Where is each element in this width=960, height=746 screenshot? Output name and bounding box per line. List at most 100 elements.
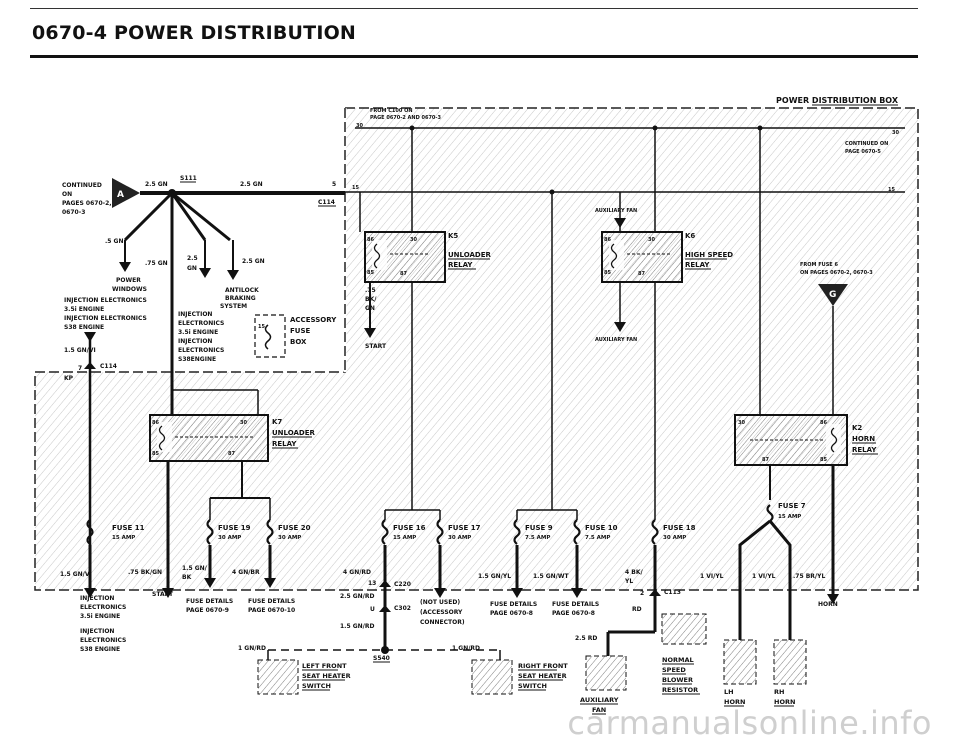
branch-25a: 2.5 <box>187 255 198 262</box>
inj-elec-2: 3.5i ENGINE <box>64 306 104 313</box>
node-1 <box>409 125 415 131</box>
b-c302: C302 <box>394 605 411 612</box>
inj-c-6: S38ENGINE <box>178 356 216 363</box>
fd9-1: FUSE DETAILS <box>186 598 233 605</box>
page-title: 0670-4 POWER DISTRIBUTION <box>32 22 357 44</box>
aux-fan-arrow <box>614 218 626 228</box>
power-windows-1: POWER <box>116 277 141 284</box>
b-inj-3: 3.5i ENGINE <box>80 613 120 620</box>
from-fuse6-2: ON PAGES 0670-2, 0670-3 <box>800 270 873 276</box>
fuse19-amp: 30 AMP <box>218 535 241 541</box>
fuse11-amp: 15 AMP <box>112 535 135 541</box>
k5-l2: RELAY <box>448 261 473 269</box>
k5-p30: 30 <box>410 237 417 243</box>
k7-l1: UNLOADER <box>272 429 316 437</box>
node-3 <box>652 125 658 131</box>
title-rule <box>30 55 918 58</box>
fd9-2: PAGE 0670-9 <box>186 607 229 614</box>
acc-fuse-1: ACCESSORY <box>290 316 337 324</box>
notused-2: (ACCESSORY <box>420 609 463 616</box>
c302-marker <box>379 605 391 612</box>
acc-pin: 15 <box>258 324 265 330</box>
lfs-1: LEFT FRONT <box>302 662 347 670</box>
relay-k6 <box>601 231 683 283</box>
power-windows-2: WINDOWS <box>112 286 147 293</box>
notused-3: CONNECTOR) <box>420 619 465 626</box>
k2-l1: HORN <box>852 435 875 443</box>
b-inj-2: ELECTRONICS <box>80 604 126 611</box>
k2-id: K2 <box>852 424 862 432</box>
aux-fan-mid: AUXILIARY FAN <box>595 337 637 343</box>
fuse16-name: FUSE 16 <box>393 524 426 532</box>
k5-id: K5 <box>448 232 458 240</box>
accessory-fuse-box <box>254 314 286 358</box>
b-w1viyl-a: 1 VI/YL <box>700 573 724 580</box>
auxfan-1: AUXILIARY <box>580 696 619 704</box>
c114-left-marker <box>84 362 96 369</box>
b-w075bryl: .75 BR/YL <box>793 573 825 580</box>
fuse17-amp: 30 AMP <box>448 535 471 541</box>
k6-p85: 85 <box>604 270 611 276</box>
k2-p87: 87 <box>762 457 769 463</box>
fuse19-name: FUSE 19 <box>218 524 251 532</box>
k7-p87: 87 <box>228 451 235 457</box>
pin5-label: 5 <box>332 181 336 188</box>
k2-p30: 30 <box>738 420 745 426</box>
b-w075bkgn: .75 BK/GN <box>128 569 162 576</box>
cont-right-2: PAGE 0670-5 <box>845 149 881 155</box>
lh-horn-box <box>723 639 757 685</box>
lfs-2: SEAT HEATER <box>302 672 351 680</box>
pin15-left: 15 <box>352 185 359 191</box>
aux-fan-box <box>585 655 627 691</box>
c114-left: C114 <box>100 363 117 370</box>
b-w15gnyl: 1.5 GN/YL <box>478 573 511 580</box>
b-pin13: 13 <box>368 580 376 587</box>
b-c113: C113 <box>664 589 681 596</box>
nsbr-3: BLOWER <box>662 676 693 684</box>
k5-start: START <box>365 343 387 350</box>
rfs-1: RIGHT FRONT <box>518 662 568 670</box>
branch-075gn: .75 GN <box>145 260 168 267</box>
s111-branches <box>123 191 231 370</box>
s111-label: S111 <box>180 175 197 182</box>
antilock-2: BRAKING <box>225 295 256 302</box>
b-c220: C220 <box>394 581 411 588</box>
acc-fuse-3: BOX <box>290 338 307 346</box>
fuse-feed-lines <box>209 498 656 520</box>
k5-p87: 87 <box>400 271 407 277</box>
splice-s540 <box>381 646 389 654</box>
fuse10-amp: 7.5 AMP <box>585 535 610 541</box>
inj-elec-4: S38 ENGINE <box>64 324 104 331</box>
arrow-inj-elec <box>84 332 96 342</box>
k5-p85: 85 <box>367 270 374 276</box>
fuse-outputs <box>88 519 835 650</box>
cont-left-1: CONTINUED <box>62 182 102 189</box>
k6-p30: 30 <box>648 237 655 243</box>
wire-25gn-2: 2.5 GN <box>240 181 263 188</box>
k2-p85: 85 <box>820 457 827 463</box>
antilock-3: SYSTEM <box>220 303 247 310</box>
fuse11-name: FUSE 11 <box>112 524 145 532</box>
b-w15gn: 1.5 GN/ <box>182 565 208 572</box>
b-start: START <box>152 591 174 598</box>
pin7: 7 <box>78 365 82 372</box>
b-horn: HORN <box>818 601 838 608</box>
node-4 <box>757 125 763 131</box>
arrow-power-windows <box>119 262 131 272</box>
k6-l2: RELAY <box>685 261 710 269</box>
b-w1gnrd-b: 1 GN/RD <box>452 645 480 652</box>
inj-c-2: ELECTRONICS <box>178 320 224 327</box>
watermark: carmanualsonline.info <box>567 704 932 742</box>
fuse17-name: FUSE 17 <box>448 524 481 532</box>
b-pinU: U <box>370 606 375 613</box>
k5-start-arrow <box>364 328 376 338</box>
auxfan-2: FAN <box>592 706 606 714</box>
fuse7-amp: 15 AMP <box>778 514 801 520</box>
from-fuse6-1: FROM FUSE 6 <box>800 262 838 268</box>
cont-right-1: CONTINUED ON <box>845 141 888 147</box>
k7-p86: 86 <box>152 420 159 426</box>
cont-left-2: ON <box>62 191 72 198</box>
rh-1: RH <box>774 688 784 696</box>
lfs-switch-box <box>257 659 299 695</box>
pin30-right: 30 <box>892 130 899 136</box>
